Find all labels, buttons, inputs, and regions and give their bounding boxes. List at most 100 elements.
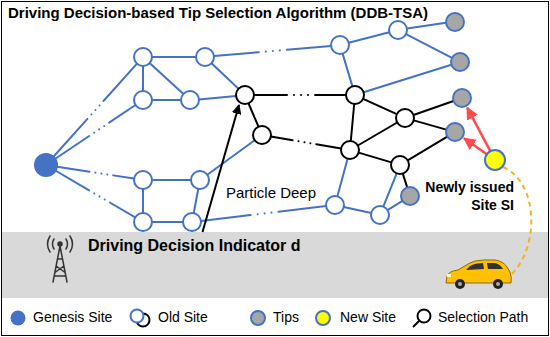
legend-sample [131,310,144,323]
tip-site [446,123,464,141]
selection-path [403,174,407,188]
old-link [214,46,331,56]
old-link [46,23,452,222]
old-link [406,34,452,58]
path-site [236,86,254,104]
old-site [134,171,152,189]
legend-swatch [11,311,26,326]
car-icon [487,263,503,269]
car-icon [446,260,511,283]
selection-path [254,94,346,96]
old-link [46,165,135,217]
car-icon [493,279,503,289]
old-site [134,48,152,66]
legend-text: Genesis Site [33,309,112,326]
selection-path [363,99,397,114]
old-link [142,189,144,213]
path-site [396,109,414,127]
approve-arrow [467,108,490,152]
tip-site [446,13,464,31]
selection-path [271,137,341,149]
old-site [196,48,214,66]
legend-text: Old Site [158,309,208,326]
old-link [142,66,144,91]
selection-path [359,153,392,163]
old-link [407,23,446,29]
path-site [236,86,414,174]
antenna-tower [48,236,73,282]
old-link [150,63,184,94]
old-site [134,91,152,109]
legend-sample [246,306,270,330]
legend-sample [128,306,152,330]
selection-path [408,137,448,161]
antenna-tower [58,242,62,246]
old-link [152,56,196,58]
car-icon [458,282,462,286]
diagram-title: Driving Decision-based Tip Selection Alg… [8,4,428,22]
road-band [2,232,548,298]
antenna-tower [53,246,67,282]
tip-site [451,53,469,71]
old-link [194,189,199,213]
tip-site [453,89,471,107]
path-site [391,156,409,174]
leader-arrow [203,105,240,232]
old-link [46,105,136,165]
old-link [383,173,396,206]
new-site [485,150,505,170]
legend-sample [251,311,265,325]
old-link [207,140,254,174]
old-site [371,206,389,224]
old-link [388,201,403,210]
tip-site [401,187,419,205]
selection-path [249,103,259,126]
old-link [46,64,137,165]
legend-sample [316,311,330,325]
old-site [134,21,407,231]
car-icon [447,274,451,277]
old-site [134,213,152,231]
legend-text: Selection Path [438,309,528,326]
car-icon [496,282,500,286]
old-link [152,179,191,181]
old-link [199,96,236,100]
path-site [346,86,364,104]
old-link [343,54,353,87]
old-link [337,159,347,197]
selection-path [414,120,447,129]
region-label: Particle Deep [224,184,318,202]
old-link [344,207,371,213]
antenna-tower [48,236,73,252]
selection-path [358,123,397,146]
old-link [349,32,390,42]
old-site [331,36,349,54]
old-link [152,221,183,223]
genesis-site [34,153,58,177]
selection-path [414,101,454,115]
legend-sample [418,310,431,323]
legend-sample [311,306,335,330]
legend-text: New Site [340,309,396,326]
legend-sample [413,321,419,327]
old-site [181,91,199,109]
old-site [183,213,201,231]
site-label: Newly issued Site SI [422,178,514,214]
legend-text: Tips [273,309,299,326]
old-site [326,196,344,214]
indicator-label: Driving Decision Indicator d [88,236,300,255]
approve-arrow [464,108,490,155]
old-site [191,171,209,189]
old-link [212,63,239,89]
selection-path [351,104,354,141]
car-icon [466,263,484,270]
old-link [201,206,326,221]
old-site [389,21,407,39]
old-link [152,99,181,101]
legend-sample [410,306,434,330]
car-icon [446,260,511,289]
selection-path [249,95,454,187]
old-link [364,65,452,93]
